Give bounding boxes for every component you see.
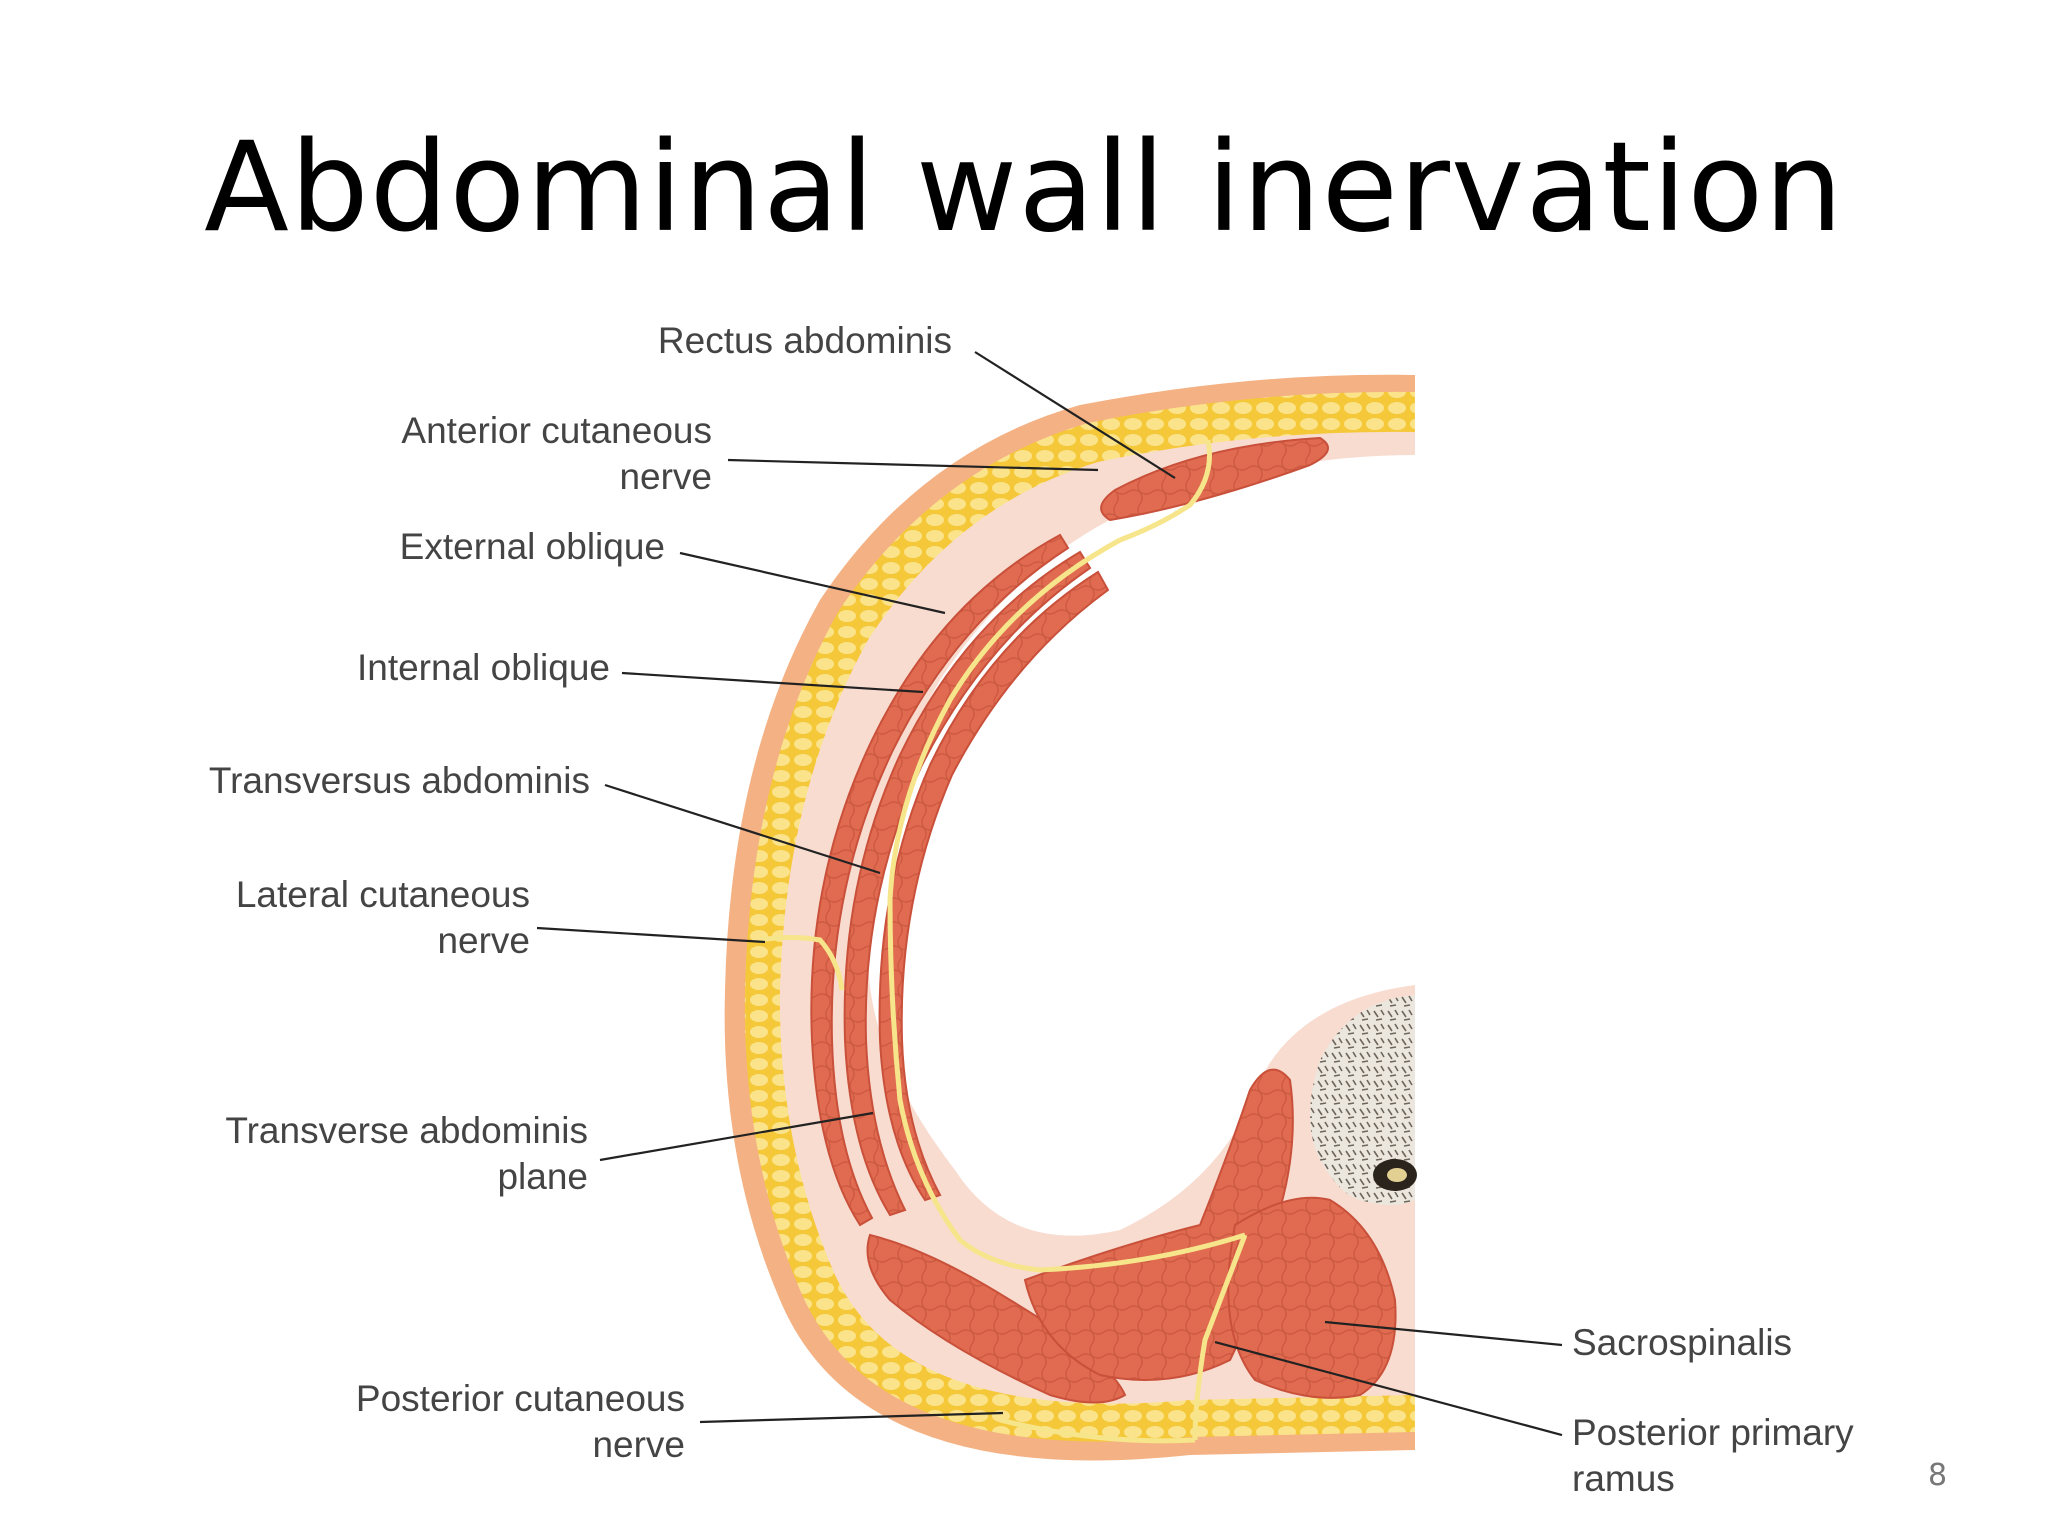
leader-posterior-primary-ramus	[1214, 1340, 1563, 1437]
label-transversus-abdominis-text: Transversus abdominis	[208, 760, 590, 801]
posterior-primary-ramus-nerve	[1192, 1234, 1248, 1441]
sacrospinalis-muscle	[1227, 1196, 1397, 1399]
leader-transversus-abdominis	[604, 783, 881, 875]
leader-anterior-cutaneous-nerve	[727, 458, 1099, 472]
lateral-cutaneous-nerve	[759, 935, 845, 991]
label-external-oblique-text: External oblique	[399, 526, 665, 567]
external-oblique-muscle	[810, 533, 1070, 1227]
label-transverse-abdominis-plane: Transverse abdominis plane	[170, 1108, 588, 1200]
label-lateral-cutaneous-nerve: Lateral cutaneous nerve	[170, 872, 530, 964]
label-transversus-abdominis: Transversus abdominis	[150, 758, 590, 804]
anterior-cutaneous-nerve	[1119, 439, 1213, 543]
leader-posterior-cutaneous-nerve	[699, 1411, 1004, 1424]
vertebra-body	[1310, 995, 1415, 1205]
page-number: 8	[1928, 1458, 1948, 1493]
label-transverse-abdominis-plane-line2: plane	[497, 1156, 588, 1197]
label-anterior-cutaneous-line2: nerve	[619, 456, 712, 497]
internal-oblique-muscle	[843, 550, 1092, 1217]
transversus-abdominis-muscle	[878, 570, 1110, 1202]
label-posterior-primary-ramus: Posterior primary ramus	[1572, 1410, 1854, 1502]
label-transverse-abdominis-plane-line1: Transverse abdominis	[225, 1110, 588, 1151]
spinal-cord	[1387, 1168, 1407, 1182]
label-posterior-cutaneous-line1: Posterior cutaneous	[355, 1378, 685, 1419]
quadratus-muscle	[866, 1233, 1127, 1404]
label-sacrospinalis-text: Sacrospinalis	[1572, 1322, 1793, 1363]
rectus-abdominis-muscle	[1100, 436, 1329, 522]
label-anterior-cutaneous-nerve: Anterior cutaneous nerve	[300, 408, 712, 500]
label-posterior-primary-ramus-line1: Posterior primary	[1572, 1412, 1854, 1453]
label-lateral-cutaneous-line1: Lateral cutaneous	[235, 874, 530, 915]
label-anterior-cutaneous-line1: Anterior cutaneous	[401, 410, 712, 451]
label-sacrospinalis: Sacrospinalis	[1572, 1320, 1792, 1366]
leader-lines	[536, 351, 1563, 1437]
intercostal-nerve	[887, 537, 1246, 1273]
leader-external-oblique	[679, 551, 946, 615]
posterior-cutaneous-nerve	[999, 1417, 1196, 1444]
leader-transverse-abdominis-plane	[599, 1111, 874, 1162]
nerve-paths	[759, 439, 1248, 1444]
label-lateral-cutaneous-line2: nerve	[437, 920, 530, 961]
leader-sacrospinalis	[1324, 1320, 1563, 1347]
label-posterior-cutaneous-line2: nerve	[592, 1424, 685, 1465]
slide-title: Abdominal wall inervation	[204, 116, 1844, 260]
leader-internal-oblique	[621, 671, 924, 694]
label-posterior-primary-ramus-line2: ramus	[1572, 1458, 1675, 1499]
psoas-muscle	[1023, 1068, 1294, 1381]
label-external-oblique: External oblique	[300, 524, 665, 570]
label-rectus-abdominis-text: Rectus abdominis	[657, 320, 952, 361]
label-posterior-cutaneous-nerve: Posterior cutaneous nerve	[280, 1376, 685, 1468]
leader-lateral-cutaneous-nerve	[536, 926, 766, 944]
label-internal-oblique-text: Internal oblique	[356, 647, 610, 688]
label-rectus-abdominis: Rectus abdominis	[560, 318, 952, 364]
leader-rectus-abdominis	[974, 351, 1176, 479]
label-internal-oblique: Internal oblique	[260, 645, 610, 691]
